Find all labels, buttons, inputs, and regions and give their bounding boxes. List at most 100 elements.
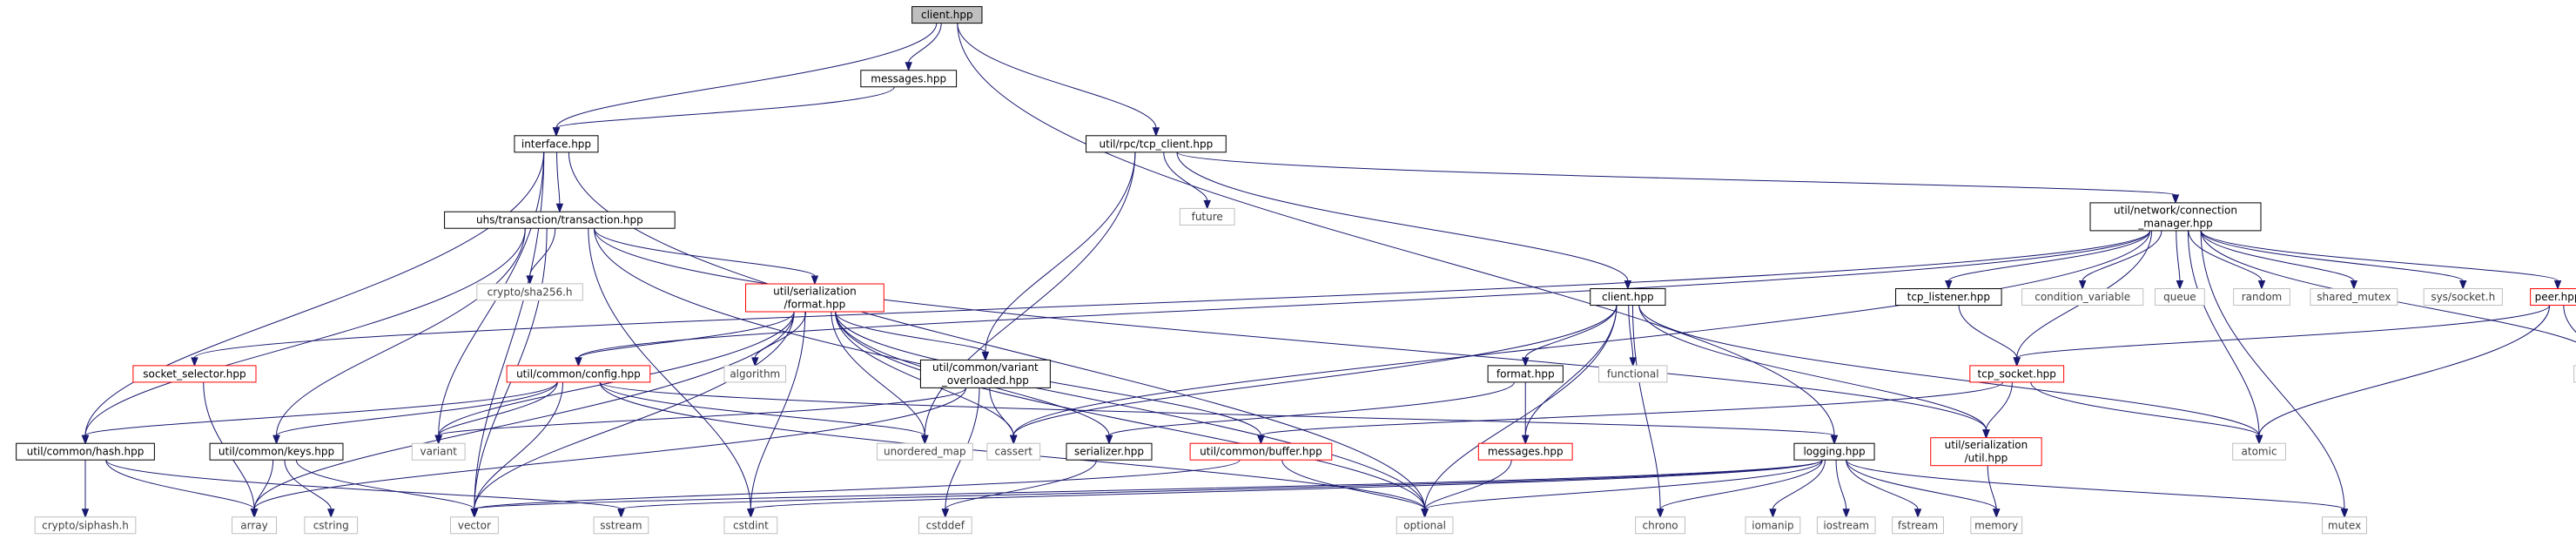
node-iostream: iostream bbox=[1816, 516, 1876, 535]
edge-tcp_client-to-variant_ovl bbox=[981, 152, 1136, 361]
node-box bbox=[1895, 288, 2002, 307]
edge-logging-to-optional bbox=[1421, 460, 1823, 519]
node-box bbox=[918, 516, 972, 535]
node-box bbox=[860, 70, 958, 88]
edge-transaction-to-ser_format bbox=[593, 228, 819, 286]
node-box bbox=[16, 442, 155, 461]
edges-layer bbox=[81, 23, 2576, 519]
edge-conn_mgr-to-peer bbox=[2200, 230, 2562, 290]
node-messages-hpp[interactable]: messages.hpp bbox=[1477, 442, 1573, 461]
node-box bbox=[476, 283, 583, 301]
node-util-rpc-tcp-client-hpp[interactable]: util/rpc/tcp_client.hpp bbox=[1086, 135, 1227, 153]
edge-transaction-to-ser_util bbox=[594, 228, 1990, 440]
edge-tcp_client-to-future bbox=[1163, 152, 1211, 210]
node-label: interface.hpp bbox=[521, 138, 591, 150]
edge-peer-to-thread bbox=[2563, 305, 2576, 334]
node-label: cstring bbox=[313, 519, 349, 531]
node-box bbox=[34, 516, 137, 535]
node-box bbox=[2423, 288, 2503, 307]
node-messages-hpp[interactable]: messages.hpp bbox=[860, 70, 958, 88]
node-box bbox=[1477, 442, 1573, 461]
edge-variant_ovl-to-cassert bbox=[989, 387, 1018, 445]
node-util-common-config-hpp[interactable]: util/common/config.hpp bbox=[506, 365, 651, 383]
edge-conn_mgr-to-tcp_listener bbox=[1945, 230, 2151, 290]
node-box bbox=[1189, 442, 1333, 461]
node-box bbox=[2021, 288, 2144, 307]
node-cstddef: cstddef bbox=[918, 516, 972, 535]
node-future: future bbox=[1179, 207, 1235, 226]
node-label: util/serialization bbox=[1945, 439, 2028, 451]
edge-client_root-to-messages_top bbox=[905, 23, 942, 72]
node-util-serialization-format-hpp[interactable]: util/serialization/format.hpp bbox=[745, 283, 884, 313]
node-sstream: sstream bbox=[593, 516, 649, 535]
node-client-hpp[interactable]: client.hpp bbox=[911, 6, 983, 24]
edge-messages_top-to-interface bbox=[552, 86, 895, 138]
node-uhs-transaction-transaction-hpp[interactable]: uhs/transaction/transaction.hpp bbox=[444, 211, 676, 229]
node-util-common-keys-hpp[interactable]: util/common/keys.hpp bbox=[209, 442, 344, 461]
edge-transaction-to-sha256 bbox=[526, 228, 556, 286]
node-label: future bbox=[1192, 211, 1223, 223]
node-box bbox=[911, 6, 983, 24]
node-logging-hpp[interactable]: logging.hpp bbox=[1793, 442, 1875, 461]
node-box bbox=[745, 283, 884, 313]
node-client-hpp[interactable]: client.hpp bbox=[1590, 288, 1666, 307]
node-label: unordered_map bbox=[884, 446, 966, 458]
node-array: array bbox=[232, 516, 278, 535]
node-label: peer.hpp bbox=[2535, 291, 2576, 303]
node-label: array bbox=[240, 519, 267, 531]
edge-interface-to-vector bbox=[470, 152, 545, 519]
edge-client_mid-to-functional bbox=[1628, 305, 1637, 367]
edge-tcp_socket-to-atomic bbox=[2030, 381, 2263, 445]
node-label: random bbox=[2242, 291, 2283, 303]
node-tcp-socket-hpp[interactable]: tcp_socket.hpp bbox=[1969, 365, 2065, 383]
node-box bbox=[449, 516, 499, 535]
node-box bbox=[593, 516, 649, 535]
edge-config-to-keys bbox=[272, 381, 558, 445]
node-box bbox=[723, 365, 787, 383]
node-label: util/common/buffer.hpp bbox=[1200, 446, 1322, 458]
node-box bbox=[1745, 516, 1801, 535]
node-cstring: cstring bbox=[304, 516, 359, 535]
node-util-common-buffer-hpp[interactable]: util/common/buffer.hpp bbox=[1189, 442, 1333, 461]
node-box bbox=[1086, 135, 1227, 153]
node-util-common-hash-hpp[interactable]: util/common/hash.hpp bbox=[16, 442, 155, 461]
node-box bbox=[2089, 202, 2262, 232]
node-label: format.hpp bbox=[1497, 367, 1555, 380]
node-label: client.hpp bbox=[921, 9, 973, 21]
node-thread: thread bbox=[2573, 365, 2576, 383]
node-interface-hpp[interactable]: interface.hpp bbox=[514, 135, 599, 153]
node-label: messages.hpp bbox=[871, 72, 946, 84]
node-random: random bbox=[2233, 288, 2290, 307]
edge-hash-to-array bbox=[105, 460, 259, 519]
node-cstdint: cstdint bbox=[723, 516, 778, 535]
node-box bbox=[1598, 365, 1668, 383]
edge-ser_format-to-cstdint bbox=[747, 311, 806, 519]
node-util-serialization-util-hpp[interactable]: util/serialization/util.hpp bbox=[1930, 437, 2042, 467]
node-label: util/rpc/tcp_client.hpp bbox=[1100, 138, 1214, 150]
node-box bbox=[986, 442, 1041, 461]
node-label: tcp_socket.hpp bbox=[1978, 367, 2056, 380]
node-box bbox=[2573, 365, 2576, 383]
node-crypto-siphash-h: crypto/siphash.h bbox=[34, 516, 137, 535]
edge-config-to-hash bbox=[81, 381, 558, 445]
node-label: util/serialization bbox=[773, 286, 857, 298]
node-label: util/common/config.hpp bbox=[516, 367, 641, 380]
node-label: cstdint bbox=[733, 519, 769, 531]
node-box bbox=[132, 365, 257, 383]
node-box bbox=[2154, 288, 2205, 307]
node-label: algorithm bbox=[730, 367, 780, 380]
node-util-common-variant-overloaded-hpp[interactable]: util/common/variant_overloaded.hpp bbox=[919, 359, 1051, 388]
node-tcp-listener-hpp[interactable]: tcp_listener.hpp bbox=[1895, 288, 2002, 307]
node-peer-hpp[interactable]: peer.hpp bbox=[2530, 288, 2576, 307]
edge-interface-to-optional bbox=[568, 152, 1429, 519]
edge-client_mid-to-ser_util bbox=[1638, 305, 1990, 440]
node-label: _manager.hpp bbox=[2137, 217, 2213, 229]
edge-client_mid-to-atomic bbox=[1638, 305, 2263, 445]
node-box bbox=[232, 516, 278, 535]
node-util-network-connection-manager-hpp[interactable]: util/network/connection_manager.hpp bbox=[2089, 202, 2262, 232]
node-format-hpp[interactable]: format.hpp bbox=[1487, 365, 1564, 383]
node-serializer-hpp[interactable]: serializer.hpp bbox=[1066, 442, 1153, 461]
node-socket-selector-hpp[interactable]: socket_selector.hpp bbox=[132, 365, 257, 383]
edge-conn_mgr-to-cassert bbox=[1010, 230, 2151, 445]
